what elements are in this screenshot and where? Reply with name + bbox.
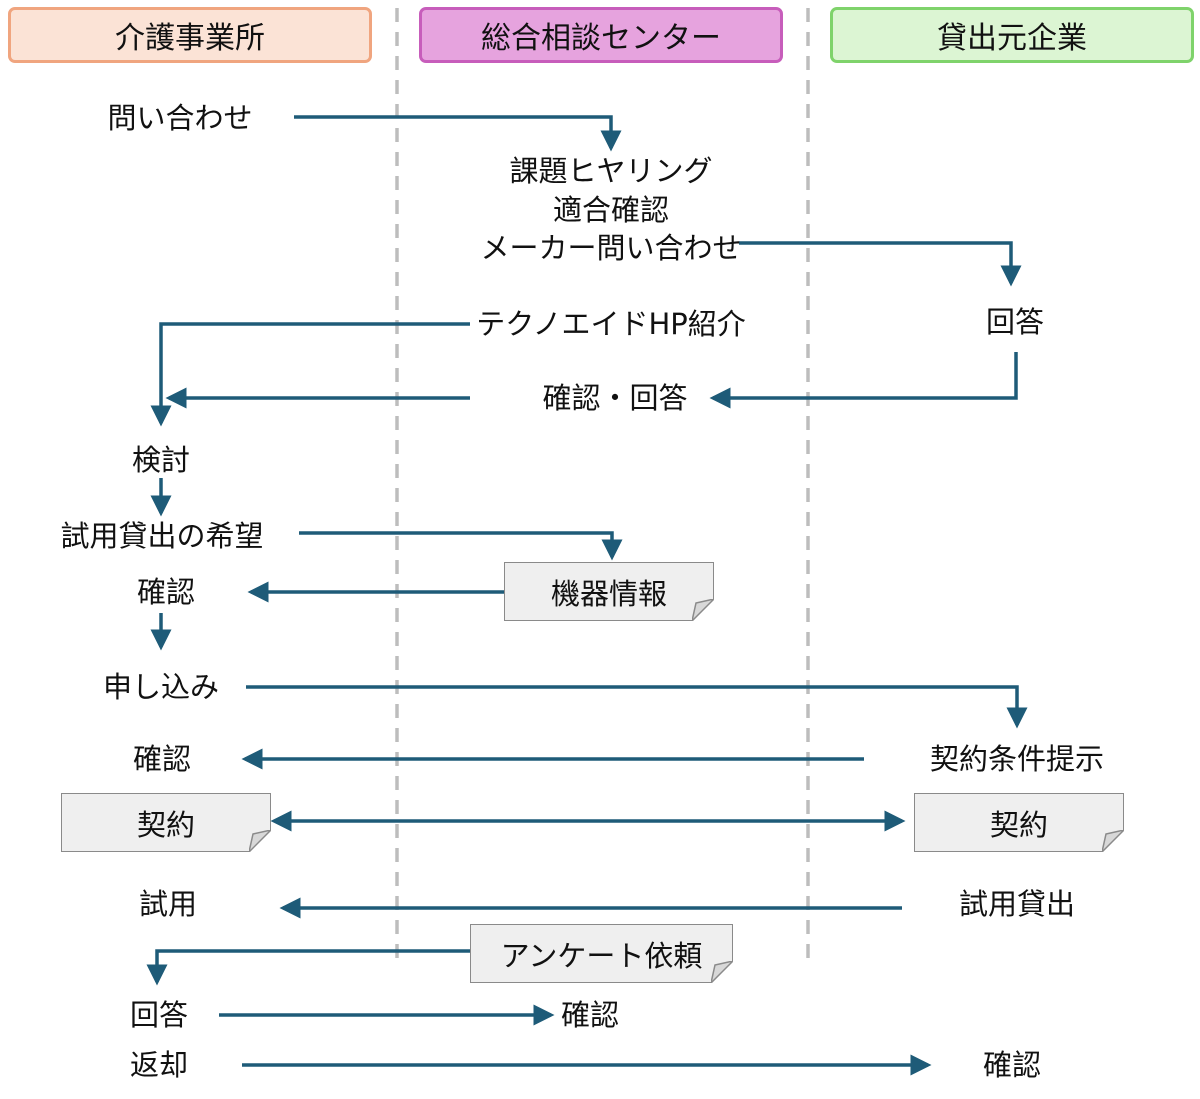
step-technoaid: テクノエイドHP紹介 [476,307,746,341]
arrow-technoaid-to-care [150,322,470,427]
step-trial-request: 試用貸出の希望 [60,519,264,553]
doc-contract-care-label: 契約 [136,807,195,842]
step-return-confirm: 確認 [982,1048,1042,1082]
lane-header-care: 介護事業所 [8,7,372,63]
doc-equipment-info: 機器情報 [504,562,714,621]
doc-survey-request-label: アンケート依頼 [500,938,703,973]
doc-fold-icon [1102,830,1124,852]
doc-contract-lender: 契約 [914,793,1124,852]
doc-contract-lender-label: 契約 [989,807,1048,842]
step-apply: 申し込み [102,670,220,704]
step-lender-answer: 回答 [985,305,1045,339]
step-trial: 試用 [138,887,198,921]
step-survey-confirm: 確認 [560,998,620,1032]
step-confirm-equipment: 確認 [136,575,196,609]
step-fit-check: 適合確認 [552,193,670,227]
doc-survey-request: アンケート依頼 [470,924,733,983]
step-return: 返却 [129,1048,189,1082]
step-trial-lending: 試用貸出 [958,887,1076,921]
step-inquiry: 問い合わせ [107,101,253,135]
arrow-inquiry-to-hearing [294,115,622,152]
step-confirm-conditions: 確認 [132,742,192,776]
arrow-survey-to-answer [146,949,470,986]
arrow-apply-to-conditions [246,685,1028,729]
arrow-trial-request-to-info [299,531,623,561]
doc-fold-icon [692,599,714,621]
lane-label-care: 介護事業所 [115,21,265,56]
doc-contract-care: 契約 [61,793,271,852]
doc-fold-icon [711,961,733,983]
step-confirm-answer: 確認・回答 [542,381,688,415]
step-maker-inquiry: メーカー問い合わせ [480,231,742,265]
step-hearing: 課題ヒヤリング [509,154,713,188]
step-conditions: 契約条件提示 [929,742,1105,776]
lane-header-lender: 貸出元企業 [830,7,1194,63]
lane-label-lender: 貸出元企業 [937,21,1087,56]
doc-equipment-info-label: 機器情報 [550,576,667,611]
arrow-maker-to-answer [739,241,1022,287]
doc-fold-icon [249,830,271,852]
lane-header-center: 総合相談センター [419,7,783,63]
step-review: 検討 [131,443,191,477]
step-survey-answer: 回答 [129,998,189,1032]
arrow-answer-to-confirm-answer [709,352,1018,409]
lane-label-center: 総合相談センター [481,21,721,56]
